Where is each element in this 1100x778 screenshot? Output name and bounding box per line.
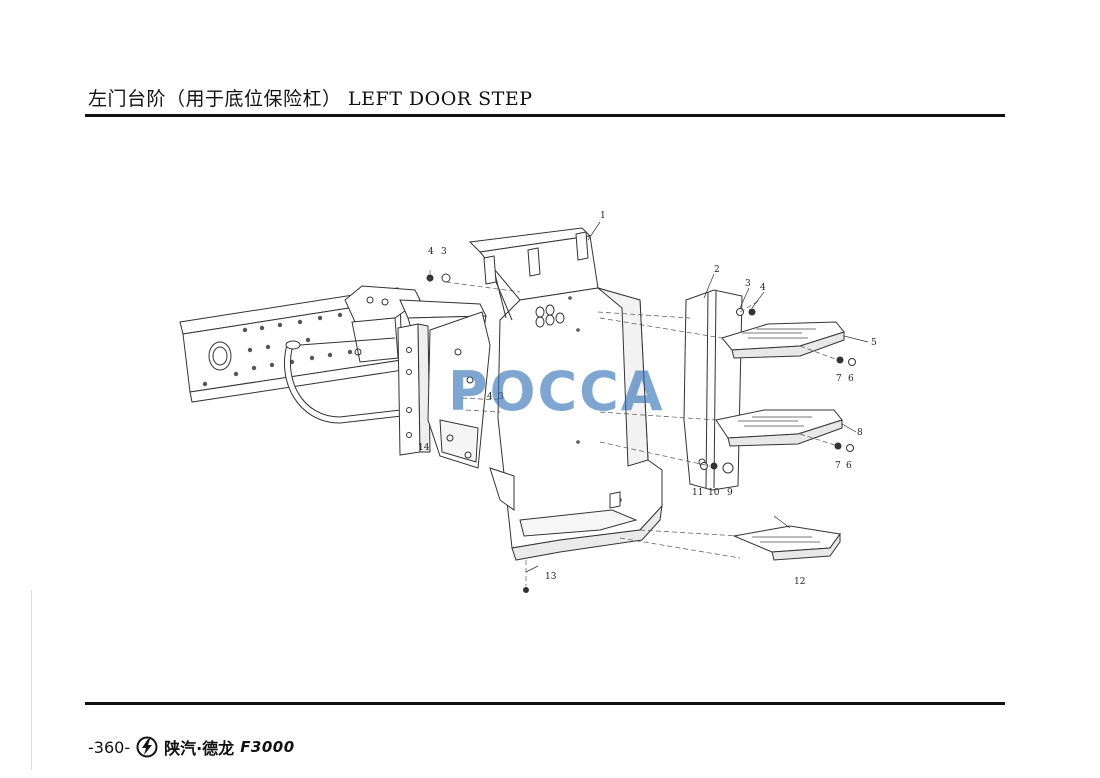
callout-6: 6	[848, 374, 854, 384]
callout-10: 10	[708, 488, 720, 498]
callout-9: 9	[727, 488, 733, 498]
callout-7: 7	[835, 461, 841, 471]
callout-14: 14	[418, 443, 430, 453]
page-number: -360-	[88, 737, 131, 757]
callout-8: 8	[857, 428, 863, 438]
step-tread-lower	[732, 525, 841, 561]
callout-2: 2	[714, 265, 720, 275]
callout-4: 4	[487, 392, 493, 402]
step-housing	[468, 227, 663, 561]
step-tread-middle	[715, 409, 843, 447]
margin-line	[31, 590, 32, 770]
callout-5: 5	[871, 338, 877, 348]
footer-rule	[85, 702, 1005, 705]
page-title: 左门台阶（用于底位保险杠） LEFT DOOR STEP	[88, 88, 533, 110]
callout-leaders	[525, 221, 869, 573]
inner-bracket	[427, 311, 491, 469]
grab-handle	[283, 337, 411, 424]
callout-1: 1	[600, 211, 606, 221]
brand-model: F3000	[240, 738, 295, 756]
page-footer: -360- 陕汽·德龙 F3000	[88, 734, 295, 760]
callout-4: 4	[428, 247, 434, 257]
side-trim-panel	[683, 289, 743, 491]
callout-13: 13	[545, 572, 557, 582]
callout-6: 6	[846, 461, 852, 471]
support-bracket	[397, 323, 431, 456]
callout-3: 3	[441, 247, 447, 257]
callout-11: 11	[692, 488, 703, 498]
leader-lines	[429, 270, 839, 586]
callout-3: 3	[498, 392, 504, 402]
callout-3: 3	[745, 279, 751, 289]
step-tread-upper	[721, 321, 845, 359]
watermark: POCCA	[448, 360, 665, 423]
header-rule	[85, 114, 1005, 117]
shaanxi-lightning-logo-icon	[136, 736, 158, 758]
callout-7: 7	[836, 374, 842, 384]
fasteners	[426, 273, 856, 593]
brand-name: 陕汽·德龙	[164, 739, 235, 758]
callout-labels: 1 2 3 3 3 4 4 4 5 6 6 7 7 8 9 10 11 12 1…	[418, 211, 877, 587]
callout-4: 4	[760, 283, 766, 293]
callout-12: 12	[794, 577, 805, 587]
